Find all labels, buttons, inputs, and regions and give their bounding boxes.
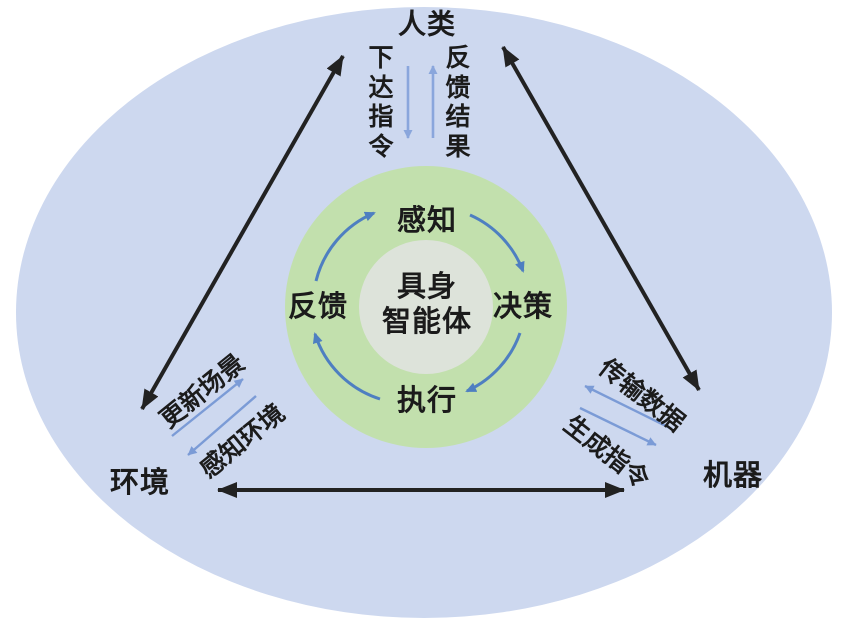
cycle-execute-label: 执行 <box>396 385 458 418</box>
command-down-label: 下达指令 <box>368 44 394 161</box>
environment-node-label: 环境 <box>109 467 171 500</box>
cycle-arc-decide-to-execute <box>465 332 522 393</box>
feedback-up-label: 反馈结果 <box>445 44 471 161</box>
human-node-label: 人类 <box>397 8 457 40</box>
cycle-feedback-label: 反馈 <box>287 291 349 324</box>
perceive-environment-arrow <box>187 395 257 456</box>
human-environment-arrow <box>140 55 345 410</box>
cycle-perceive-label: 感知 <box>396 205 458 238</box>
agent-core-line1: 具身 <box>396 271 458 304</box>
cycle-decide-label: 决策 <box>492 291 554 324</box>
generate-command-arrow <box>579 406 657 447</box>
agent-core-label: 具身 智能体 <box>382 270 472 340</box>
human-machine-arrow <box>501 46 701 391</box>
cycle-arc-execute-to-feedback <box>312 332 381 401</box>
cycle-arc-perceive-to-decide <box>469 213 525 273</box>
agent-core-circle <box>359 240 493 374</box>
transmit-data-arrow <box>584 384 673 431</box>
cycle-arc-feedback-to-perceive <box>314 211 376 282</box>
machine-node-label: 机器 <box>702 460 764 493</box>
update-scene-arrow <box>171 378 244 437</box>
agent-core-line2: 智能体 <box>381 306 473 338</box>
